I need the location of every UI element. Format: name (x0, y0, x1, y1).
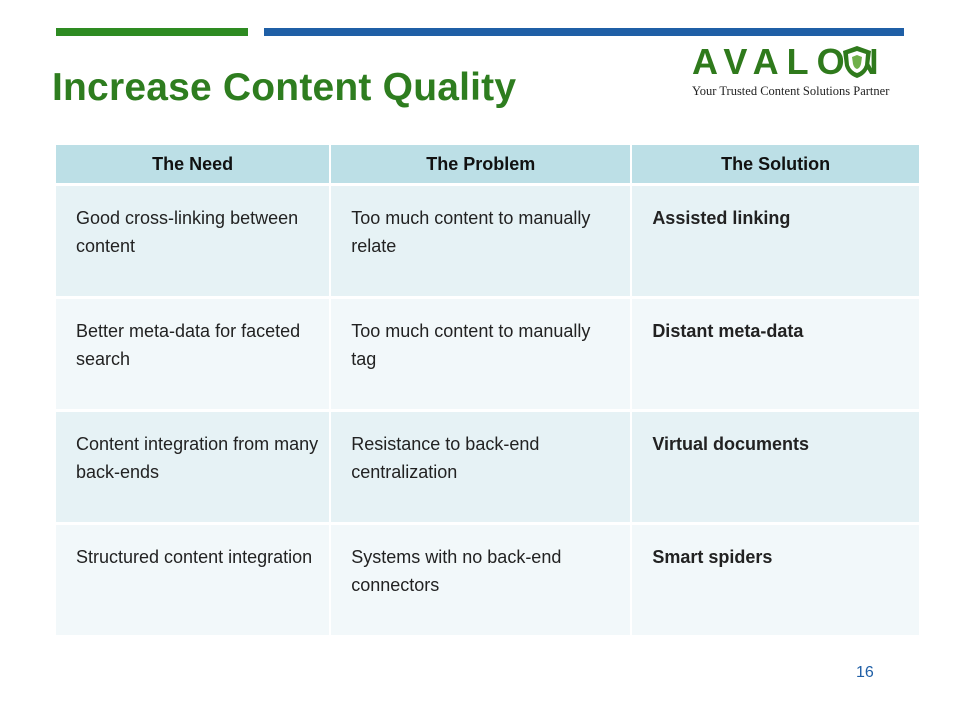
shield-icon (843, 46, 871, 78)
solution-cell: Distant meta-data (631, 296, 919, 411)
need-problem-solution-table: The Need The Problem The Solution Good c… (56, 145, 919, 635)
solution-cell: Smart spiders (631, 522, 919, 635)
problem-cell: Systems with no back-end connectors (330, 522, 633, 635)
need-cell: Better meta-data for faceted search (56, 296, 332, 411)
need-cell: Good cross-linking between content (56, 183, 332, 298)
top-accent-bar-blue (264, 28, 904, 36)
column-header-need: The Need (56, 145, 332, 185)
solution-cell: Virtual documents (631, 409, 919, 524)
page-number: 16 (856, 664, 874, 681)
table-row: Better meta-data for faceted search Too … (56, 296, 919, 411)
avalon-logo: AVALON Your Trusted Content Solutions Pa… (690, 40, 910, 100)
logo-tagline: Your Trusted Content Solutions Partner (692, 84, 890, 98)
column-header-solution: The Solution (631, 145, 919, 185)
table-row: Good cross-linking between content Too m… (56, 183, 919, 298)
table-header-row: The Need The Problem The Solution (56, 145, 919, 185)
problem-cell: Too much content to manually tag (330, 296, 633, 411)
need-cell: Structured content integration (56, 522, 332, 635)
problem-cell: Too much content to manually relate (330, 183, 633, 298)
top-accent-bar-green (56, 28, 248, 36)
solution-cell: Assisted linking (631, 183, 919, 298)
table-row: Content integration from many back-ends … (56, 409, 919, 524)
problem-cell: Resistance to back-end centralization (330, 409, 633, 524)
table-row: Structured content integration Systems w… (56, 522, 919, 635)
page-title: Increase Content Quality (52, 66, 517, 109)
need-cell: Content integration from many back-ends (56, 409, 332, 524)
column-header-problem: The Problem (330, 145, 633, 185)
